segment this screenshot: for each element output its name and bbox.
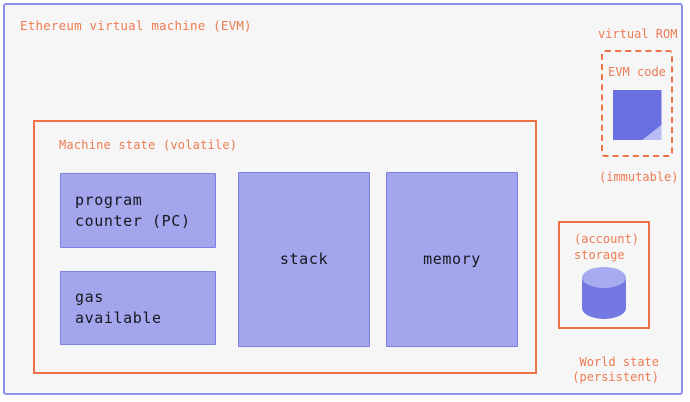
evm-code-label: EVM code [608, 65, 666, 79]
document-icon [613, 90, 662, 140]
machine-state-label: Machine state (volatile) [59, 138, 238, 152]
evm-code-box: EVM code [601, 50, 673, 157]
memory-box: memory [386, 172, 518, 347]
diagram-title: Ethereum virtual machine (EVM) [20, 18, 252, 33]
evm-diagram-frame: Ethereum virtual machine (EVM) Machine s… [3, 3, 683, 395]
account-storage-box: (account) storage [558, 221, 650, 329]
database-cylinder-icon [582, 267, 626, 319]
stack-box: stack [238, 172, 370, 347]
immutable-note: (immutable) [599, 170, 679, 184]
database-cylinder-top [582, 267, 626, 288]
virtual-rom-label: virtual ROM [598, 27, 678, 41]
account-storage-label: (account) storage [574, 232, 640, 262]
machine-state-box: Machine state (volatile) program counter… [33, 120, 537, 374]
world-state-label: World state (persistent) [572, 355, 659, 384]
program-counter-box: program counter (PC) [60, 173, 216, 248]
gas-available-box: gas available [60, 271, 216, 345]
